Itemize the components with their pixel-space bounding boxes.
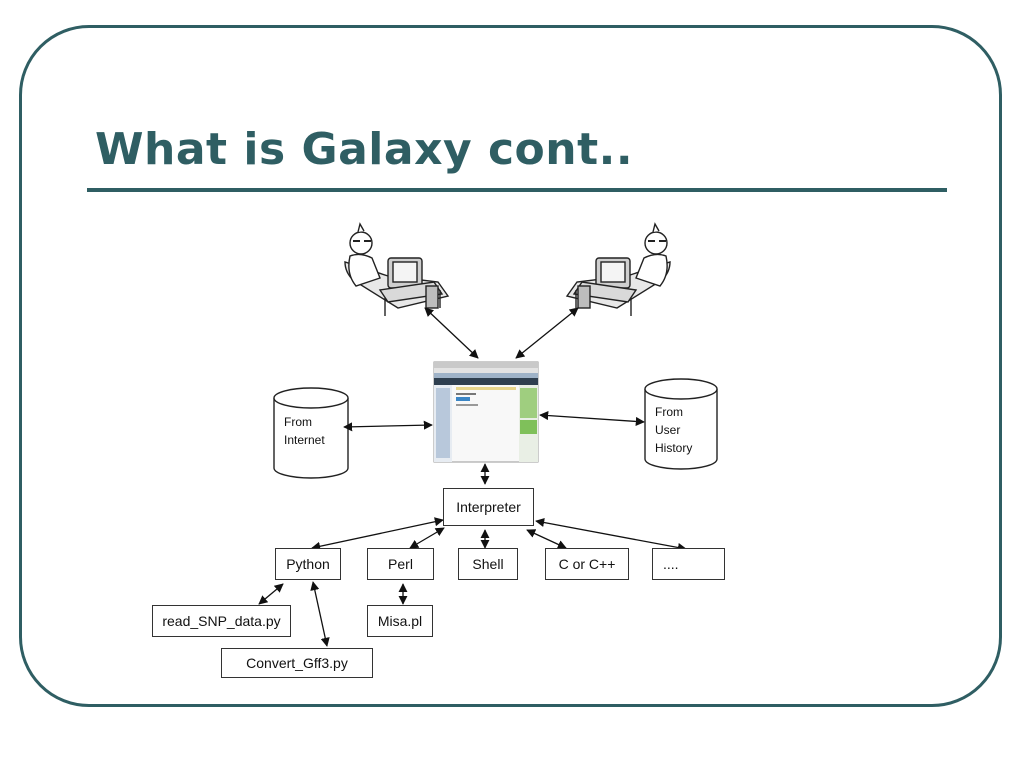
slide-frame xyxy=(19,25,1002,707)
arrow-user-left xyxy=(424,307,479,359)
script-box-convert-gff3: Convert_Gff3.py xyxy=(221,648,373,678)
interpreter-box: Interpreter xyxy=(443,488,534,526)
arrow-python-read xyxy=(258,583,284,605)
internet-label-line: From xyxy=(284,415,312,429)
language-box-perl: Perl xyxy=(367,548,434,580)
user-at-computer-icon xyxy=(344,222,450,316)
arrow-python-convert xyxy=(310,581,330,647)
language-box-shell: Shell xyxy=(458,548,518,580)
arrow-interpreter-python xyxy=(311,517,444,551)
from-user-history-cylinder xyxy=(644,378,718,470)
internet-label: From Internet xyxy=(284,413,325,449)
arrow-interpreter-other xyxy=(535,518,687,552)
history-label-line: From xyxy=(655,405,683,419)
arrow-user-right xyxy=(515,307,579,359)
arrow-interpreter-c xyxy=(526,529,567,549)
title-underline xyxy=(87,188,947,192)
history-label-line: History xyxy=(655,441,693,455)
language-box-python: Python xyxy=(275,548,341,580)
script-box-misa: Misa.pl xyxy=(367,605,433,637)
language-box-other: .... xyxy=(652,548,725,580)
galaxy-screenshot-icon xyxy=(433,361,539,463)
history-label-line: User xyxy=(655,423,681,437)
from-internet-cylinder xyxy=(273,387,349,479)
arrow-internet xyxy=(343,420,433,432)
arrow-history xyxy=(539,411,645,426)
history-label: From User History xyxy=(655,403,692,457)
arrow-interpreter-perl xyxy=(409,527,445,549)
internet-label-line: Internet xyxy=(284,433,325,447)
script-box-read-snp: read_SNP_data.py xyxy=(152,605,291,637)
user-at-computer-icon xyxy=(565,222,671,316)
slide-title: What is Galaxy cont.. xyxy=(95,124,634,175)
language-box-c: C or C++ xyxy=(545,548,629,580)
